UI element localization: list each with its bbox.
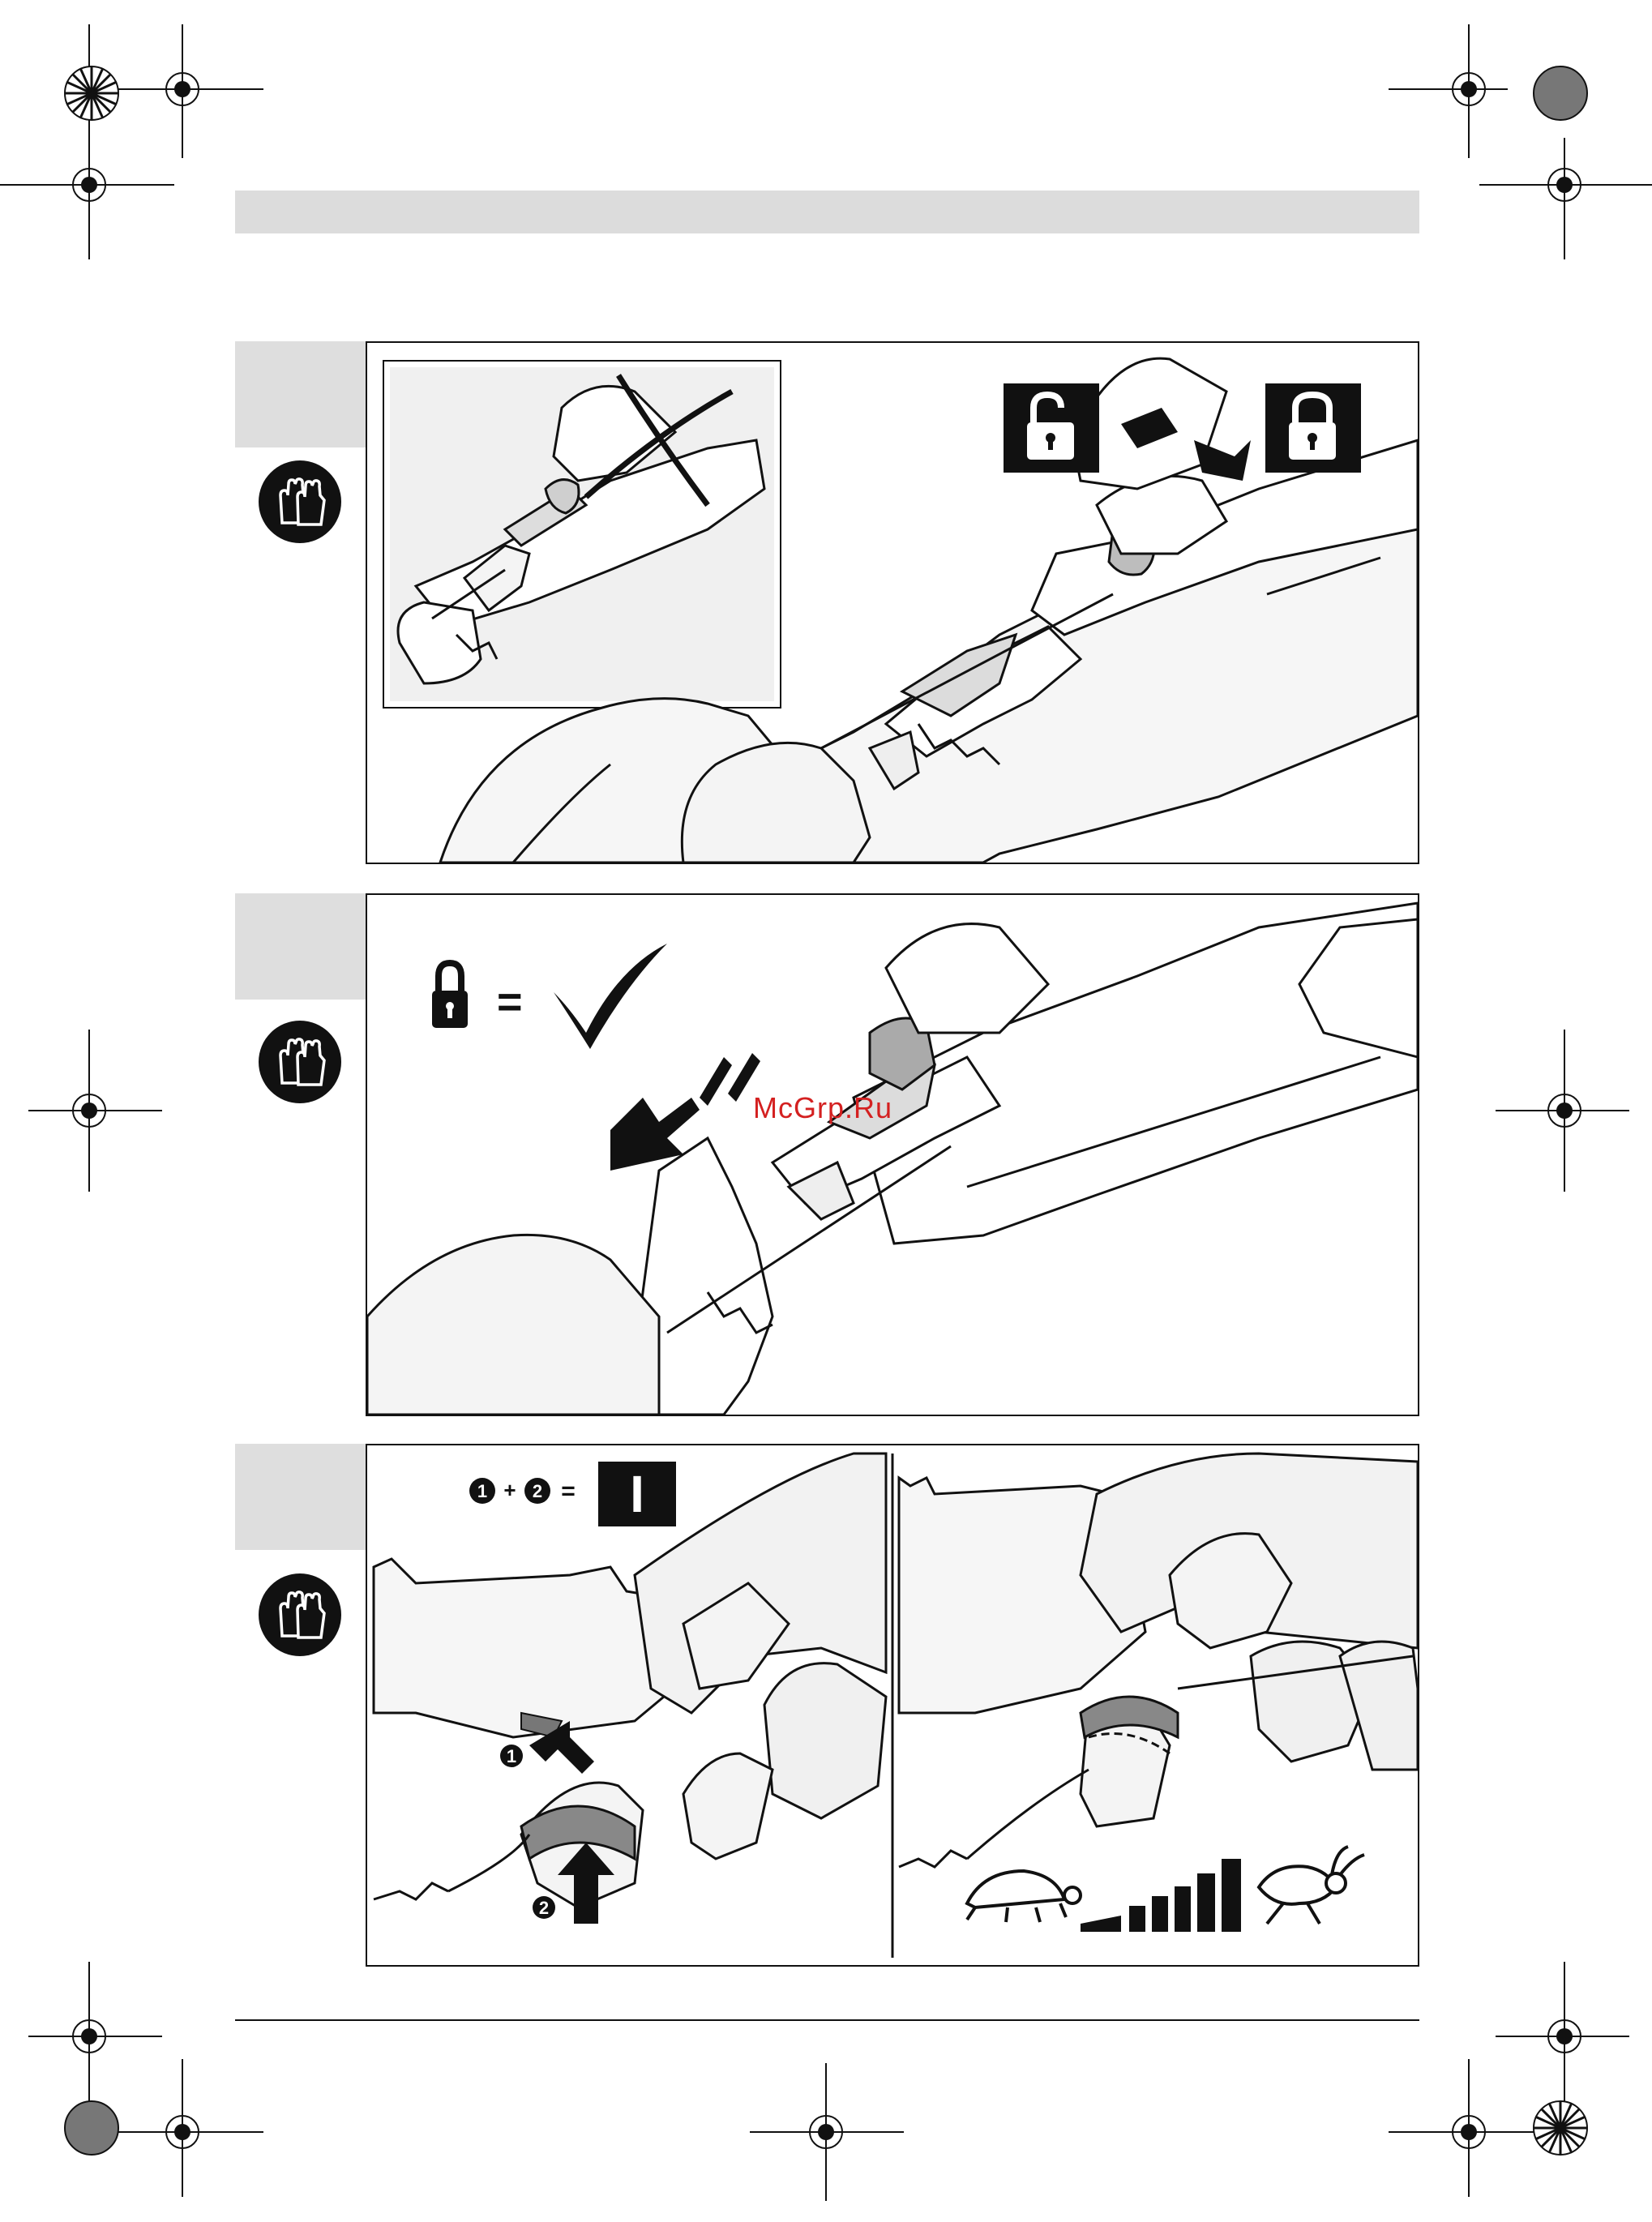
formula-plus: + <box>503 1478 516 1502</box>
formula-step-2: 2 <box>533 1481 542 1501</box>
closed-padlock-icon <box>432 963 468 1028</box>
panel-switch-on: 1 2 1 + 2 = I <box>366 1444 1419 1967</box>
header-band <box>235 191 1419 233</box>
panel-blade-insert <box>366 341 1419 864</box>
formula-result: I <box>630 1465 644 1523</box>
gloves-icon <box>258 460 342 544</box>
turtle-icon <box>967 1871 1081 1922</box>
callout-2: 2 <box>539 1898 549 1918</box>
panel-blade-locked: = McGrp.Ru <box>366 893 1419 1416</box>
switch-formula: 1 + 2 = I <box>469 1462 676 1526</box>
gloves-icon <box>258 1020 342 1104</box>
callout-1: 1 <box>507 1746 516 1766</box>
watermark-text: McGrp.Ru <box>753 1091 892 1125</box>
footer-rule <box>235 2019 1419 2021</box>
section-tab-1 <box>235 341 366 447</box>
switch-on-illustration: 1 2 1 + 2 = I <box>367 1445 1418 1965</box>
blade-locked-illustration: = <box>367 895 1418 1415</box>
open-padlock-icon <box>1004 383 1099 473</box>
check-mark-icon <box>554 944 667 1049</box>
section-tab-2 <box>235 893 366 1000</box>
equals-sign: = <box>497 978 523 1026</box>
section-tab-3 <box>235 1444 366 1550</box>
formula-equals: = <box>561 1478 576 1505</box>
rabbit-icon <box>1259 1847 1364 1924</box>
speed-steps-icon <box>1081 1859 1241 1932</box>
gloves-icon <box>258 1573 342 1657</box>
closed-padlock-icon <box>1265 383 1361 473</box>
formula-step-1: 1 <box>477 1481 487 1501</box>
blade-insert-illustration <box>367 343 1418 863</box>
